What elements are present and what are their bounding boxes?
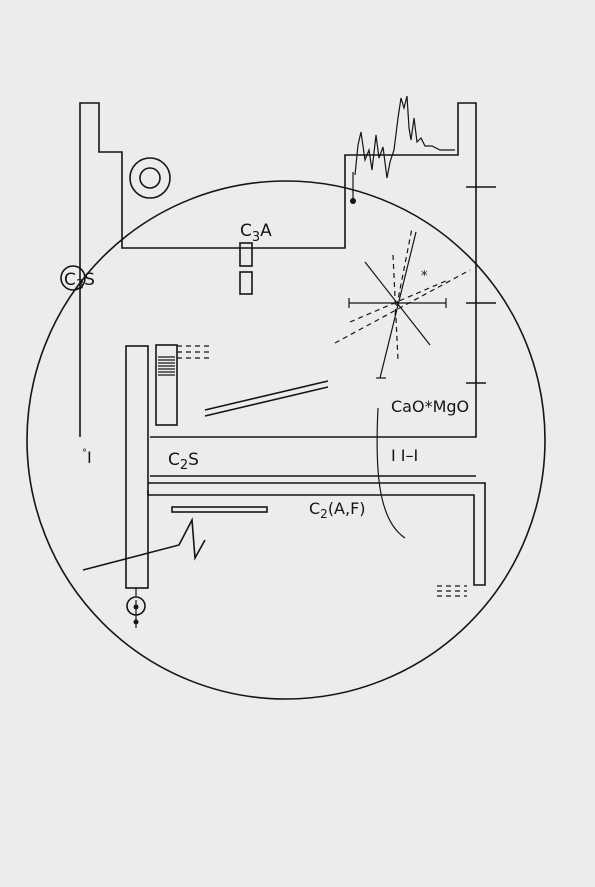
coil-box — [155, 344, 178, 426]
zigzag-line — [82, 517, 206, 571]
small-bar — [171, 506, 268, 513]
spectrum-dot — [350, 198, 356, 204]
label-ii-i: I I–I — [391, 446, 418, 465]
label-c2s: C2S — [168, 450, 199, 473]
rail-right-channel — [147, 482, 486, 586]
spectrum-line — [354, 95, 455, 179]
vertical-bar — [125, 345, 149, 589]
label-deg-i: °I — [82, 448, 92, 467]
label-c2af: C2(A,F) — [309, 499, 366, 521]
c3a-bar-top — [239, 242, 253, 267]
star-burst — [334, 227, 471, 379]
frame-right-outline — [150, 102, 477, 438]
label-c3a: C3A — [240, 221, 272, 245]
target-icon-inner — [139, 167, 161, 189]
target-icon-outer — [129, 157, 171, 199]
diagonal-line-1 — [204, 380, 329, 411]
label-asterisk: * — [421, 269, 428, 284]
coil-spring-icon — [158, 356, 175, 376]
main-circle — [26, 180, 546, 700]
diagonal-line-2 — [204, 386, 329, 417]
dashed-grid-icon — [437, 585, 467, 597]
frame-outline — [79, 102, 405, 437]
bracket-curve — [376, 407, 406, 539]
label-cao-mgo: CaO*MgO — [391, 397, 469, 416]
label-c3s: C3S — [64, 270, 95, 293]
c3a-bar-bottom — [239, 271, 253, 295]
plug-icon — [126, 588, 146, 628]
c3s-ring — [60, 265, 86, 291]
